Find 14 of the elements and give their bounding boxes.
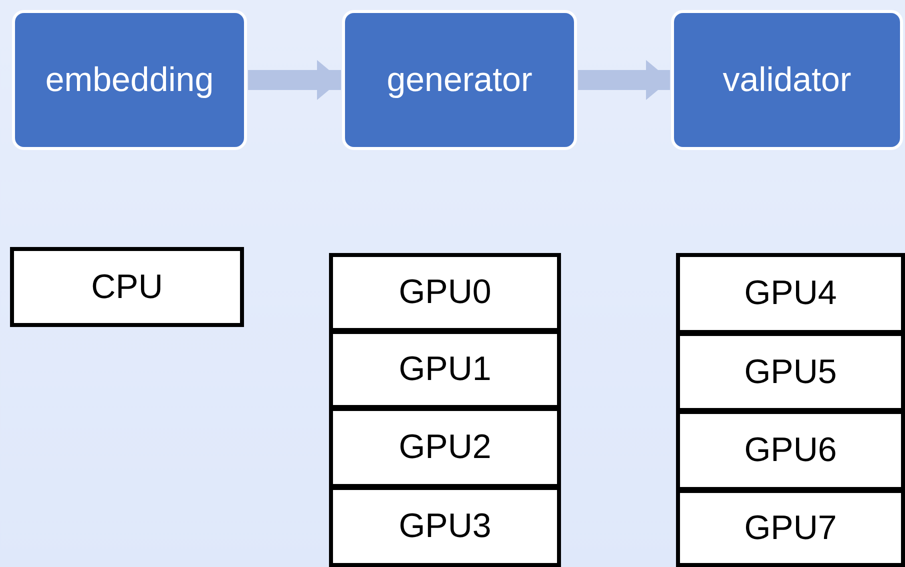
block-arrow — [248, 60, 341, 100]
device-box: GPU2 — [329, 407, 561, 488]
device-box: GPU6 — [676, 410, 905, 491]
stage-box: validator — [671, 10, 903, 150]
stage-box: embedding — [12, 10, 247, 150]
stage-box: generator — [342, 10, 577, 150]
device-box: GPU3 — [329, 486, 561, 567]
device-box: GPU4 — [676, 253, 905, 334]
device-box: GPU7 — [676, 489, 905, 567]
device-box: GPU1 — [329, 330, 561, 409]
device-box: CPU — [10, 247, 244, 327]
device-box: GPU0 — [329, 253, 561, 332]
block-arrow — [578, 60, 670, 100]
device-box: GPU5 — [676, 332, 905, 412]
